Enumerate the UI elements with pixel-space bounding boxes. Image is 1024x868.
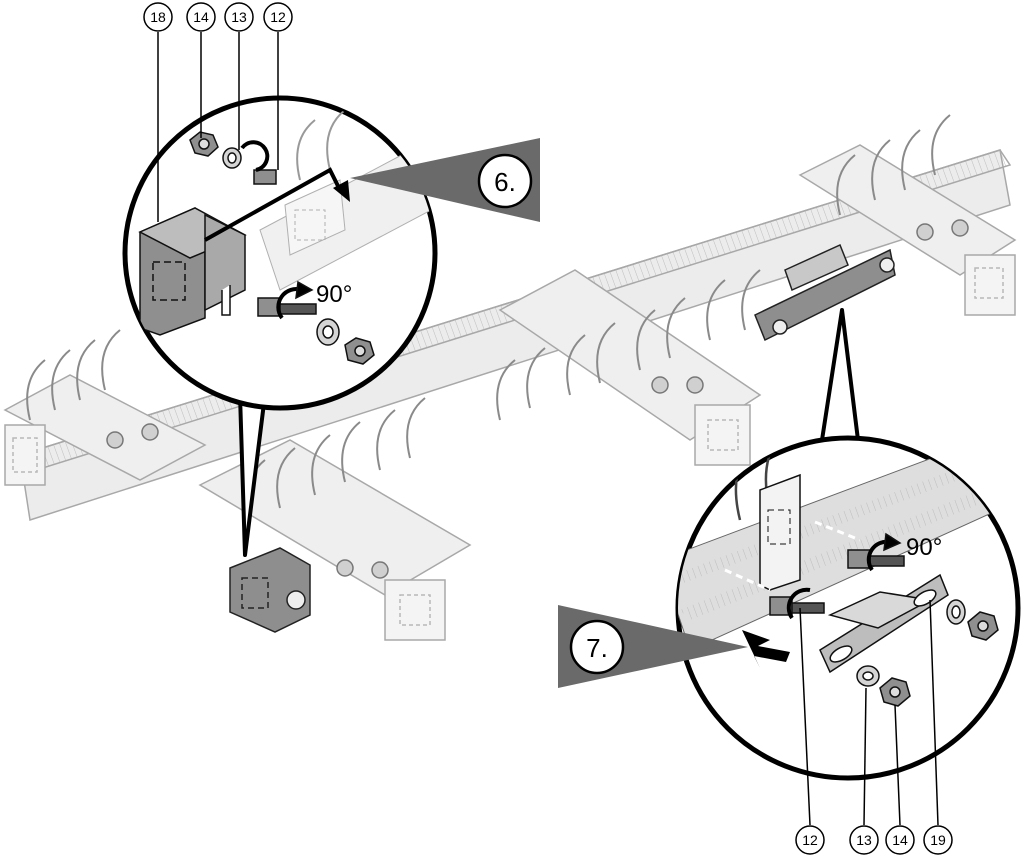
angle-label-left: 90° xyxy=(316,281,352,308)
step-6-label: 6. xyxy=(494,167,516,197)
step-6-banner xyxy=(350,138,540,222)
callout-12-top-label: 12 xyxy=(270,9,286,25)
callout-13-top-label: 13 xyxy=(231,9,247,25)
callout-18: 18 xyxy=(143,2,173,32)
fastener-set-top xyxy=(189,131,277,185)
callout-14-bottom: 14 xyxy=(885,825,915,855)
callout-14-top-label: 14 xyxy=(193,9,209,25)
step-7-label: 7. xyxy=(586,633,608,663)
beam-fasteners xyxy=(106,219,969,579)
fastener-set-right xyxy=(856,599,999,707)
callout-12-bottom: 12 xyxy=(795,825,825,855)
end-cap-part-18 xyxy=(138,207,247,336)
support-beam-mid-left xyxy=(198,439,472,641)
callout-labels-bottom: 12 13 14 19 xyxy=(795,825,953,855)
support-beam-right xyxy=(798,144,1017,316)
bolt-upper xyxy=(847,532,905,572)
callout-19: 19 xyxy=(923,825,953,855)
callout-14-bottom-label: 14 xyxy=(892,832,908,848)
callout-14-top: 14 xyxy=(186,2,216,32)
angle-label-right: 90° xyxy=(906,534,942,561)
callout-13-bottom-label: 13 xyxy=(856,832,872,848)
callout-12-top: 12 xyxy=(263,2,293,32)
support-beam-left xyxy=(3,374,207,486)
step-7-banner xyxy=(558,605,748,688)
callout-leaders xyxy=(157,32,939,826)
callout-labels-top: 18 14 13 12 xyxy=(143,2,293,32)
support-beam-mid-right xyxy=(498,269,762,466)
callout-13-top: 13 xyxy=(224,2,254,32)
rail-connector-plate xyxy=(754,243,896,342)
rail-assembly xyxy=(3,114,1017,641)
detail-circle-left xyxy=(122,95,438,557)
end-cap xyxy=(229,547,311,633)
callout-13-bottom: 13 xyxy=(849,825,879,855)
fastener-set-rotate xyxy=(257,280,375,365)
bolt-lower xyxy=(769,587,825,620)
connector-plate-19 xyxy=(819,573,949,674)
callout-12-bottom-label: 12 xyxy=(802,832,818,848)
callout-18-label: 18 xyxy=(150,9,166,25)
callout-19-label: 19 xyxy=(930,832,946,848)
